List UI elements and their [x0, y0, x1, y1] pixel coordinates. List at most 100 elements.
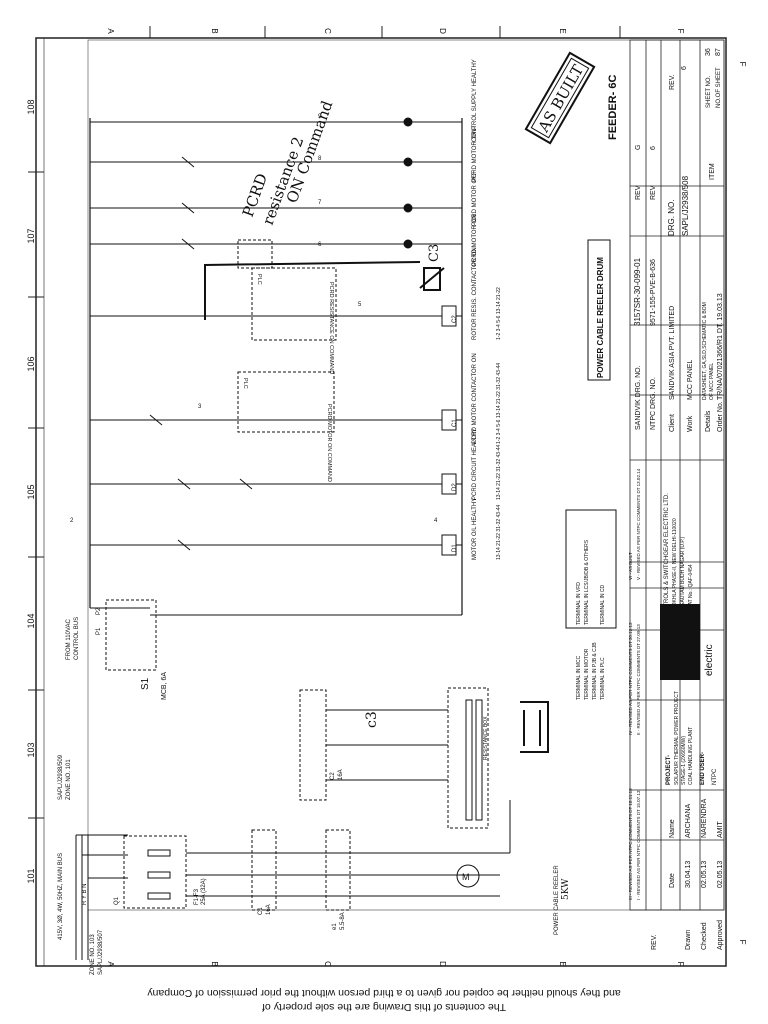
grid-letter: D — [438, 961, 447, 967]
legend-item: TERMINAL IN PLC — [600, 657, 606, 700]
p2-label: P2 — [96, 607, 102, 615]
title-block-text: SANDVIK DRG. NO. 3157SR-30-099-01 NTPC D… — [607, 48, 724, 950]
approved-label: Approved — [717, 920, 724, 950]
project-1: SOLAPUR THERMAL POWER PROJECT — [674, 691, 680, 785]
motor-m: M — [462, 872, 470, 882]
project-2: STAGE-1 (2X660MW) — [681, 736, 687, 785]
rev-note: III - REVISED AS PER NTPC COMMENTS DT 18… — [628, 788, 633, 900]
grid-letter: A — [106, 28, 115, 34]
ntpc-drg-label: NTPC DRG. NO. — [650, 377, 657, 430]
motor-label: POWER CABLE REELER — [554, 865, 560, 935]
grid-letter: F — [738, 940, 747, 945]
contact-table: 1-2 3-4 5-6 13-14 21-22 — [496, 287, 502, 340]
hand-coil — [423, 267, 441, 291]
notice-line-2: and they should neither be copied nor gi… — [147, 987, 621, 999]
contact-tables: 13-14 21-22 31-32 43-44 13-14 21-22 31-3… — [496, 287, 502, 560]
grid-letter: F — [676, 962, 685, 967]
s1-mcb-box — [105, 599, 157, 671]
legend-item: TERMINAL IN CD — [600, 585, 606, 625]
rev-note: V - REVISED AS PER NTPC COMMENTS DT 13.0… — [636, 468, 641, 580]
rung-label: ROTOR RESIS. CONTACTOR ON — [472, 247, 478, 340]
hand-contact-sketch — [520, 701, 549, 753]
p1-label: P1 — [96, 627, 102, 635]
plc-res-cmd: PCRD RESISTANCE ON COMMAND — [328, 282, 334, 374]
grid-letters-top: A B C D E F — [106, 26, 685, 38]
coil-label: C1 — [452, 419, 458, 427]
legend-box — [565, 509, 617, 629]
grid-number: 108 — [26, 99, 36, 114]
grid-number: 105 — [26, 484, 36, 499]
checked-label: Checked — [701, 922, 708, 950]
sheet-no-label: SHEET NO. — [706, 75, 712, 108]
company-name: CONTROLS & SWITCHGEAR ELECTRIC LTD. — [664, 493, 670, 620]
grid-number: 103 — [26, 742, 36, 757]
work-label: Work — [687, 415, 694, 432]
rung-labels: MOTOR O/L HEALTHY PCRD CIRCUIT HEALTHY P… — [472, 59, 478, 560]
hand-contact-box — [237, 239, 273, 269]
grid-letter: E — [558, 28, 567, 33]
hand-c3-b: c3 — [364, 711, 380, 728]
resistor — [465, 699, 473, 821]
feeder-label: FEEDER- 6C — [607, 75, 619, 140]
schematic-title: POWER CABLE REELER DRUM — [596, 257, 605, 378]
rev-note: II - REVISED AS PER NTPC COMMENTS DT 27.… — [636, 624, 641, 735]
grid-number: 106 — [26, 356, 36, 371]
grid-number: 104 — [26, 613, 36, 628]
rev-label: REV — [650, 185, 657, 200]
ol-rating: 5.5-8A — [340, 912, 346, 930]
grid-letter: F — [738, 62, 747, 67]
grid-letter: D — [438, 28, 447, 34]
copyright-notice: The contents of this Drawing are the sol… — [147, 987, 621, 1013]
no-of-sheet: 87 — [715, 48, 722, 56]
plc-tag: PLC — [256, 274, 262, 285]
s1-label: S1 — [140, 677, 151, 690]
sheet-no: 36 — [705, 48, 712, 56]
motor-symbol — [456, 864, 480, 888]
logo-sub: electric — [704, 644, 715, 676]
from-zone: ZONE NO. 103 — [90, 934, 96, 975]
main-bus-ref: SAPL/J2938/509 — [58, 754, 64, 800]
order-label: Order No. — [717, 401, 724, 432]
c1-label: C1 — [258, 907, 264, 915]
details-1: DATASHEET, GA,SLD,SCHEMATIC & BOM — [702, 302, 708, 400]
c1-contactor-box — [251, 829, 277, 911]
grid-letters-bottom: A B C D E F — [106, 961, 685, 967]
schematic-title-box — [587, 239, 611, 381]
notice-line-1: The contents of this Drawing are the sol… — [262, 1001, 506, 1013]
lamp-g1 — [403, 203, 413, 213]
end-user-label: END USER- — [700, 752, 706, 785]
fuse — [147, 871, 171, 879]
grid-letter: C — [323, 28, 332, 34]
rev-note: IV - REVISED AS PER NTPC COMMENTS DT 30.… — [628, 622, 633, 735]
wire-number: 9 — [318, 114, 322, 120]
rung-label: PCRD MOTOR CONTACTOR ON — [472, 353, 478, 444]
coil-label: D1 — [452, 544, 458, 552]
rung-label: PCRD MOTOR ON — [472, 214, 478, 266]
rung-label: PCRD MOTOR TRIP — [472, 126, 478, 182]
checked-name: NARENDRA — [701, 798, 708, 838]
fuse — [147, 892, 171, 900]
rev-note: VI - AS BUILT — [628, 552, 633, 580]
rev-note: I - REVISED AS PER NTPC COMMENTS DT 15.0… — [636, 790, 641, 900]
drg-no-label: DRG. NO. — [667, 200, 676, 236]
motor-kw: 5KW — [561, 878, 571, 900]
wire-number: 3 — [198, 404, 202, 410]
fuse — [147, 849, 171, 857]
grid-letter: E — [558, 961, 567, 966]
drawn-date: 30.04.13 — [685, 861, 692, 888]
rev2-label: REV. — [669, 74, 676, 90]
grid-number: 107 — [26, 228, 36, 243]
name-label: Name — [669, 819, 676, 838]
client-label: Client — [669, 414, 676, 432]
resistance-label: RESISTANCE BOX — [483, 716, 489, 760]
grid-letter: F — [676, 29, 685, 34]
no-of-sheet-label: NO.OF SHEET — [716, 67, 722, 108]
c2-contactor-box — [299, 689, 327, 801]
grid-letter: B — [210, 961, 219, 966]
coil-d1 — [441, 534, 457, 556]
ol-label: e1 — [332, 923, 338, 930]
approved-name: AMIT — [717, 821, 724, 838]
drawn-label: Drawn — [685, 930, 692, 950]
project-label: PROJECT- — [666, 755, 672, 785]
